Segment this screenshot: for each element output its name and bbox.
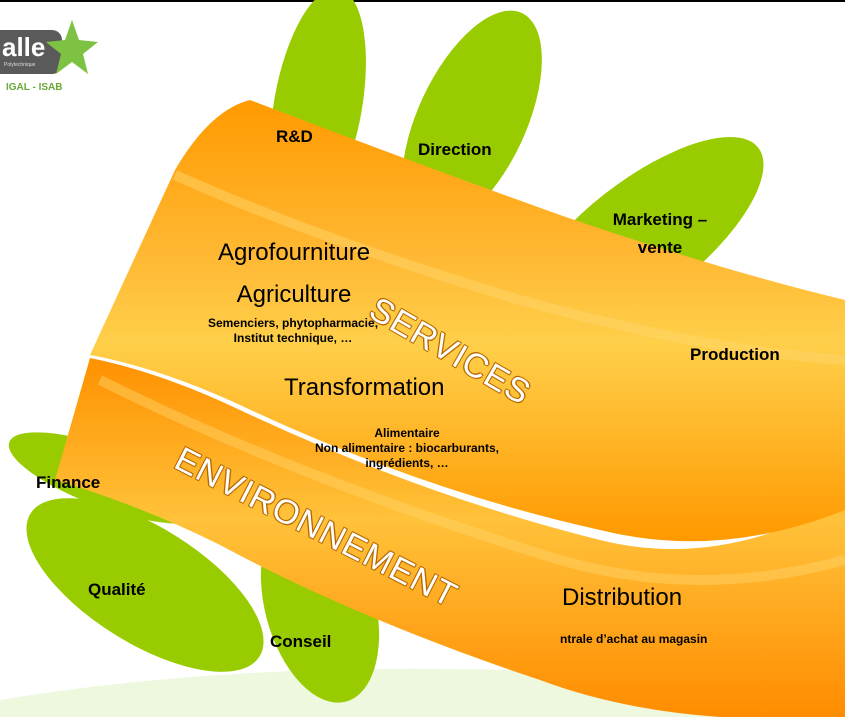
label-marketing: Marketing – vente <box>590 206 730 262</box>
stage-agro-detail-line1: Semenciers, phytopharmacie, <box>207 316 379 330</box>
stage-agro-line1: Agrofourniture <box>217 239 371 266</box>
label-marketing-line2: vente <box>637 238 683 257</box>
band-ridge-lower <box>97 375 845 585</box>
label-conseil: Conseil <box>270 632 332 651</box>
stage-transfo-detail-line2: Non alimentaire : biocarburants, <box>314 441 500 455</box>
label-qualite: Qualité <box>88 580 146 599</box>
band-environnement <box>55 358 845 717</box>
logo-tagline: IGAL - ISAB <box>6 82 63 93</box>
stage-agro-detail-line2: Institut technique, … <box>233 331 353 345</box>
stage-distribution: Distribution <box>562 584 683 611</box>
label-rd: R&D <box>276 127 313 146</box>
top-border <box>0 0 845 2</box>
petal-qualite <box>26 498 264 672</box>
label-direction: Direction <box>418 140 492 159</box>
logo-subtitle: Polytechnique <box>4 62 36 68</box>
band-services <box>90 100 845 542</box>
band-ridge <box>172 170 845 365</box>
stage-distribution-detail: ntrale d’achat au magasin <box>560 632 708 646</box>
stage-agro: Agrofourniture Agriculture <box>196 232 392 316</box>
stage-transfo-detail-line1: Alimentaire <box>374 426 440 440</box>
stage-transformation: Transformation <box>284 374 445 401</box>
label-production: Production <box>690 345 780 364</box>
stage-agro-line2: Agriculture <box>236 281 352 308</box>
stage-agro-detail: Semenciers, phytopharmacie, Institut tec… <box>168 316 418 346</box>
stage-transformation-detail: Alimentaire Non alimentaire : biocarbura… <box>282 426 532 471</box>
logo-box <box>0 30 62 74</box>
label-finance: Finance <box>36 473 101 492</box>
logo-star-icon <box>46 20 98 74</box>
stage-transfo-detail-line3: ingrédients, … <box>365 456 449 470</box>
label-marketing-line1: Marketing – <box>612 210 708 229</box>
logo: alle Polytechnique IGAL - ISAB <box>0 18 100 98</box>
logo-text: alle <box>2 32 46 62</box>
